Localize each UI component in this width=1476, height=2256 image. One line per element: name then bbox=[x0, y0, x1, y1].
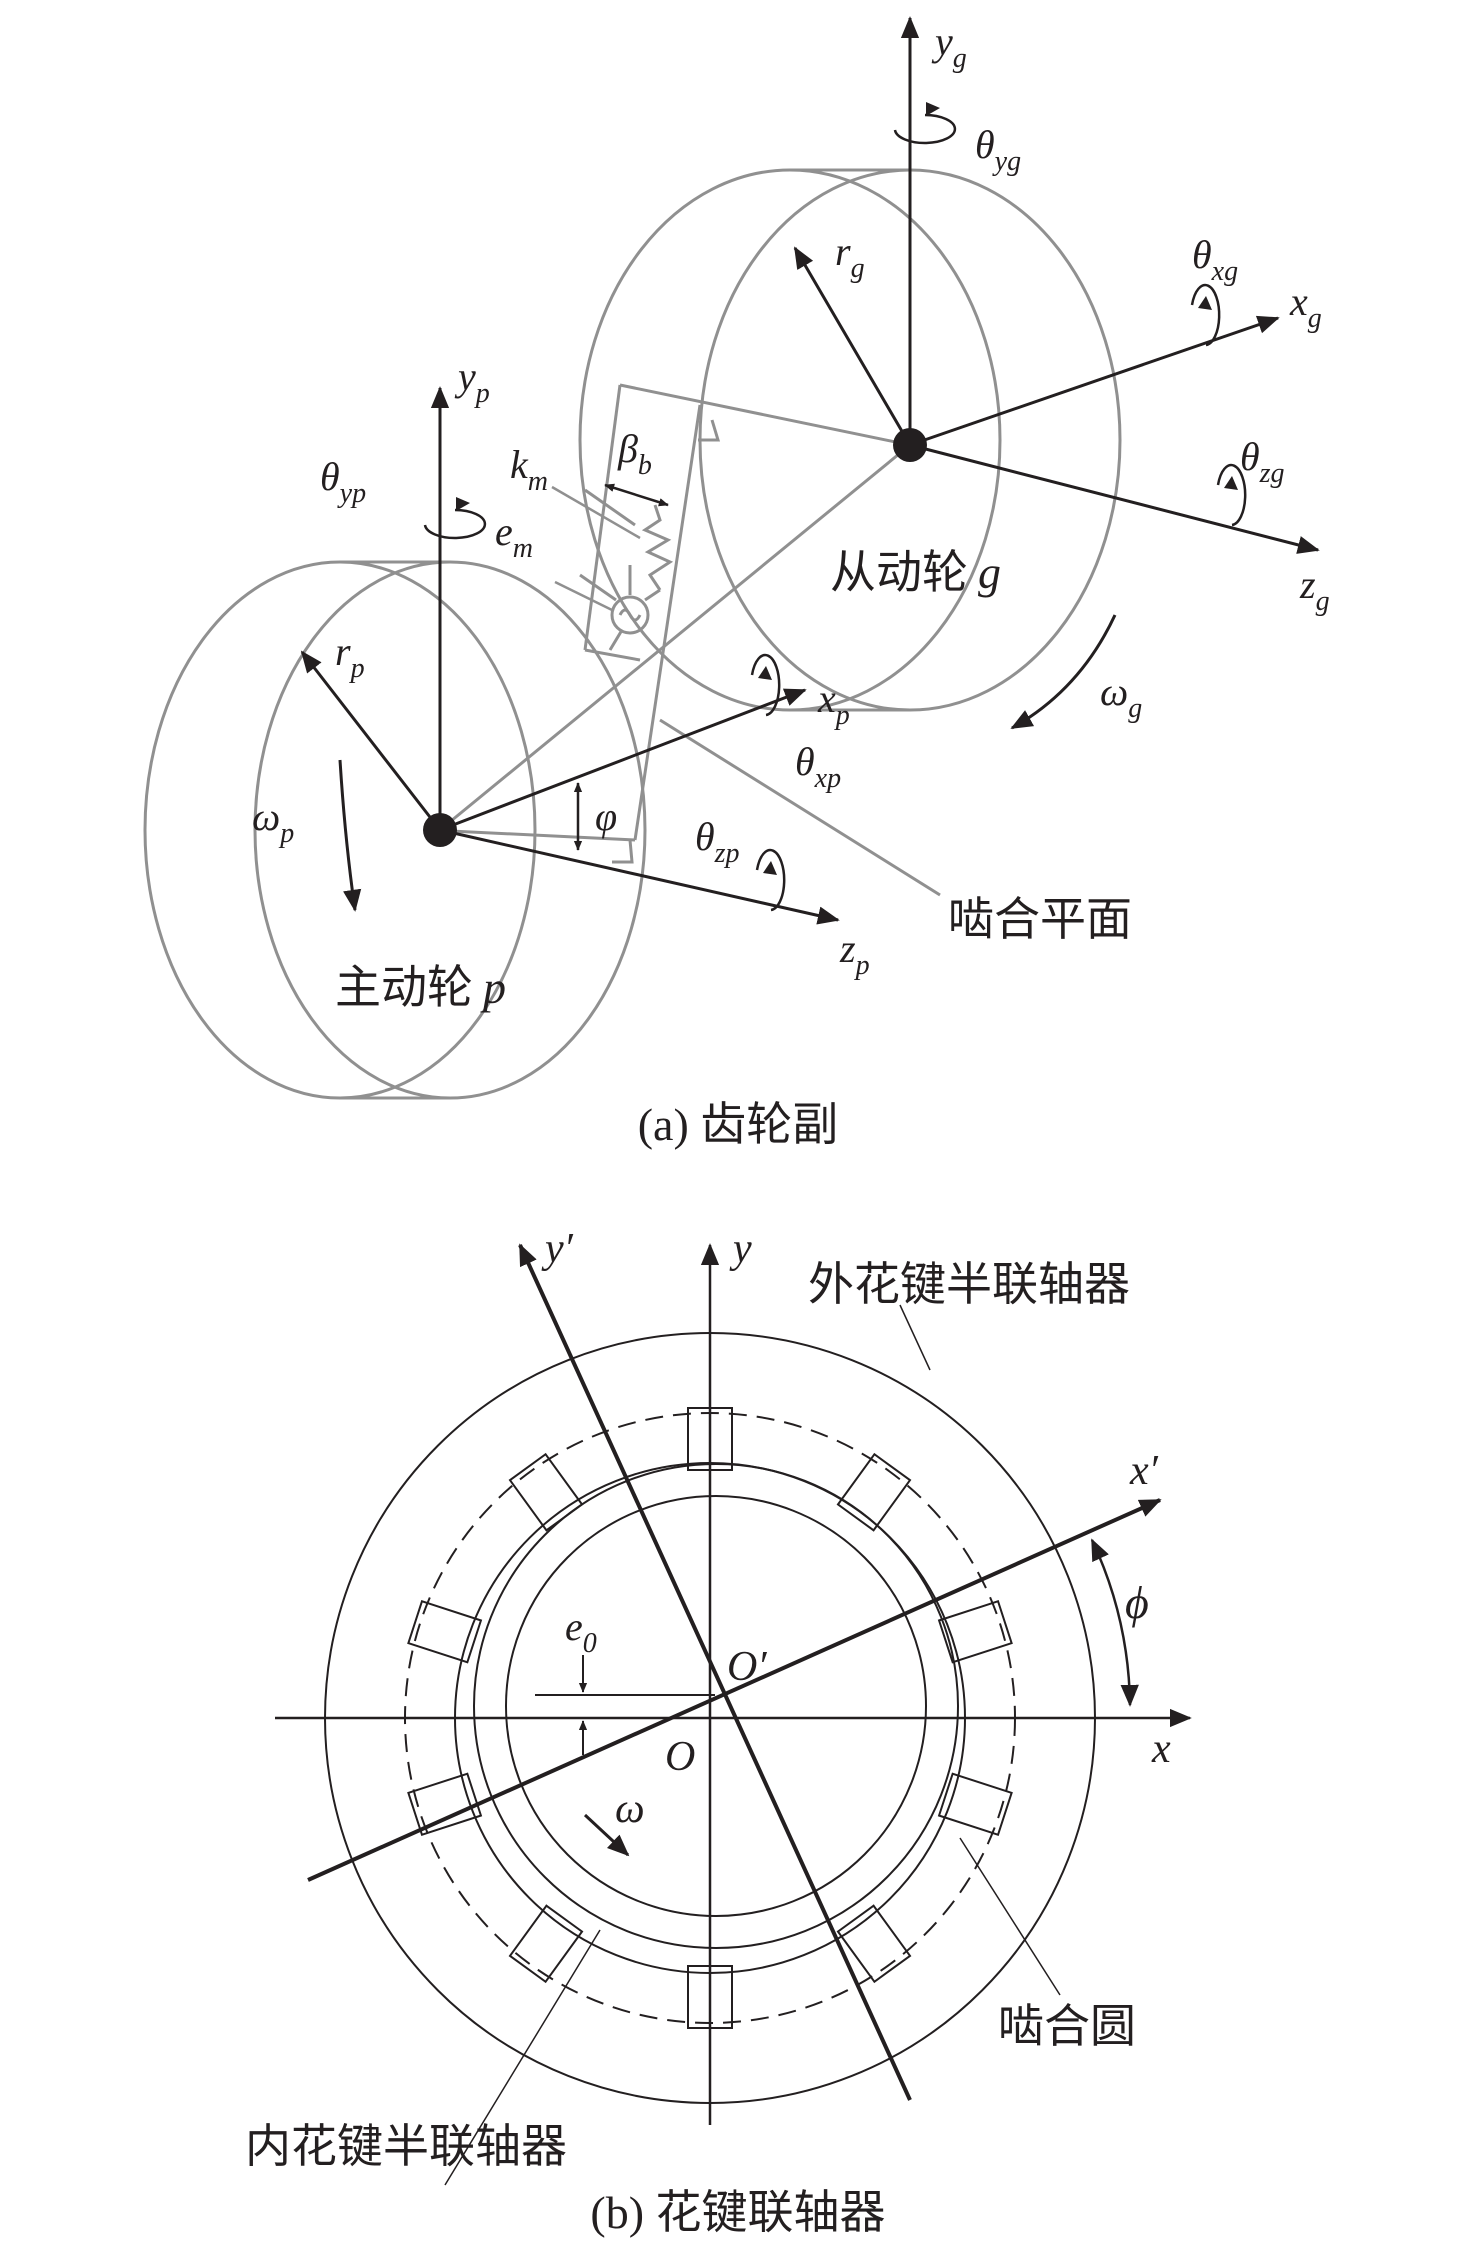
label-theta-yp: θyp bbox=[320, 454, 366, 509]
label-y: y bbox=[729, 1226, 752, 1272]
middle-circle-2 bbox=[473, 1463, 959, 1949]
panel-b-spline-coupling: y′ y 外花键半联轴器 x′ ϕ e0 O′ x O ω 啮合圆 内花键半联轴… bbox=[245, 1226, 1192, 2238]
rotation-markers bbox=[423, 113, 1247, 912]
label-phi-b: ϕ bbox=[1125, 1577, 1149, 1628]
label-em: em bbox=[495, 509, 533, 564]
label-mesh-circle: 啮合圆 bbox=[998, 1999, 1136, 2053]
label-theta-xg: θxg bbox=[1192, 232, 1238, 287]
leader-lines bbox=[551, 485, 641, 612]
label-omega-p: ωp bbox=[252, 794, 294, 849]
mesh-spring bbox=[579, 488, 674, 651]
label-e0: e0 bbox=[565, 1604, 597, 1659]
label-xg: xg bbox=[1289, 279, 1322, 334]
label-yg: yg bbox=[931, 19, 967, 74]
caption-b: (b) 花键联轴器 bbox=[590, 2187, 885, 2238]
driving-wheel-cylinder bbox=[143, 560, 647, 1100]
panel-b-labels: y′ y 外花键半联轴器 x′ ϕ e0 O′ x O ω 啮合圆 内花键半联轴… bbox=[245, 1226, 1171, 2173]
label-xp: xp bbox=[817, 676, 850, 731]
label-theta-xp: θxp bbox=[795, 739, 841, 794]
label-omega-g: ωg bbox=[1100, 669, 1142, 724]
label-beta-b: βb bbox=[617, 426, 652, 481]
beta-b-arrow bbox=[604, 483, 669, 507]
driving-wheel-axes bbox=[300, 386, 840, 925]
label-phi-a: φ bbox=[595, 794, 617, 839]
e0-offset bbox=[535, 1655, 715, 1755]
omega-g-arrow bbox=[1010, 614, 1117, 730]
rotation-marker-heads bbox=[456, 102, 1238, 875]
label-O: O bbox=[665, 1734, 695, 1780]
omega-arrow bbox=[583, 1813, 630, 1857]
label-km: km bbox=[510, 442, 548, 497]
label-yp: yp bbox=[454, 354, 490, 409]
label-rg: rg bbox=[835, 229, 865, 284]
label-zg: zg bbox=[1299, 562, 1330, 617]
phi-arc bbox=[1090, 1538, 1139, 1707]
label-x: x bbox=[1151, 1726, 1171, 1772]
label-x-prime: x′ bbox=[1129, 1448, 1159, 1494]
driven-wheel-axes bbox=[793, 16, 1320, 554]
label-theta-yg: θyg bbox=[975, 122, 1021, 177]
driving-wheel-center bbox=[423, 813, 457, 847]
caption-a: (a) 齿轮副 bbox=[638, 1099, 839, 1150]
panel-b-leaders bbox=[444, 1304, 1061, 2186]
mesh-plane bbox=[429, 383, 941, 897]
label-omega: ω bbox=[615, 1786, 645, 1832]
driven-wheel-center bbox=[893, 428, 927, 462]
fixed-axes bbox=[275, 1243, 1192, 2125]
label-O-prime: O′ bbox=[727, 1644, 767, 1690]
rotated-axes bbox=[307, 1243, 1162, 2101]
label-theta-zp: θzp bbox=[695, 814, 740, 869]
label-inner-spline: 内花键半联轴器 bbox=[245, 2119, 567, 2173]
label-rp: rp bbox=[335, 629, 365, 684]
label-theta-zg: θzg bbox=[1240, 434, 1285, 489]
label-outer-spline: 外花键半联轴器 bbox=[808, 1257, 1130, 1311]
label-zp: zp bbox=[839, 926, 870, 981]
omega-p-arrow bbox=[338, 759, 362, 912]
inner-circle bbox=[505, 1495, 927, 1917]
label-mesh-plane: 啮合平面 bbox=[948, 892, 1132, 946]
label-y-prime: y′ bbox=[541, 1226, 574, 1272]
